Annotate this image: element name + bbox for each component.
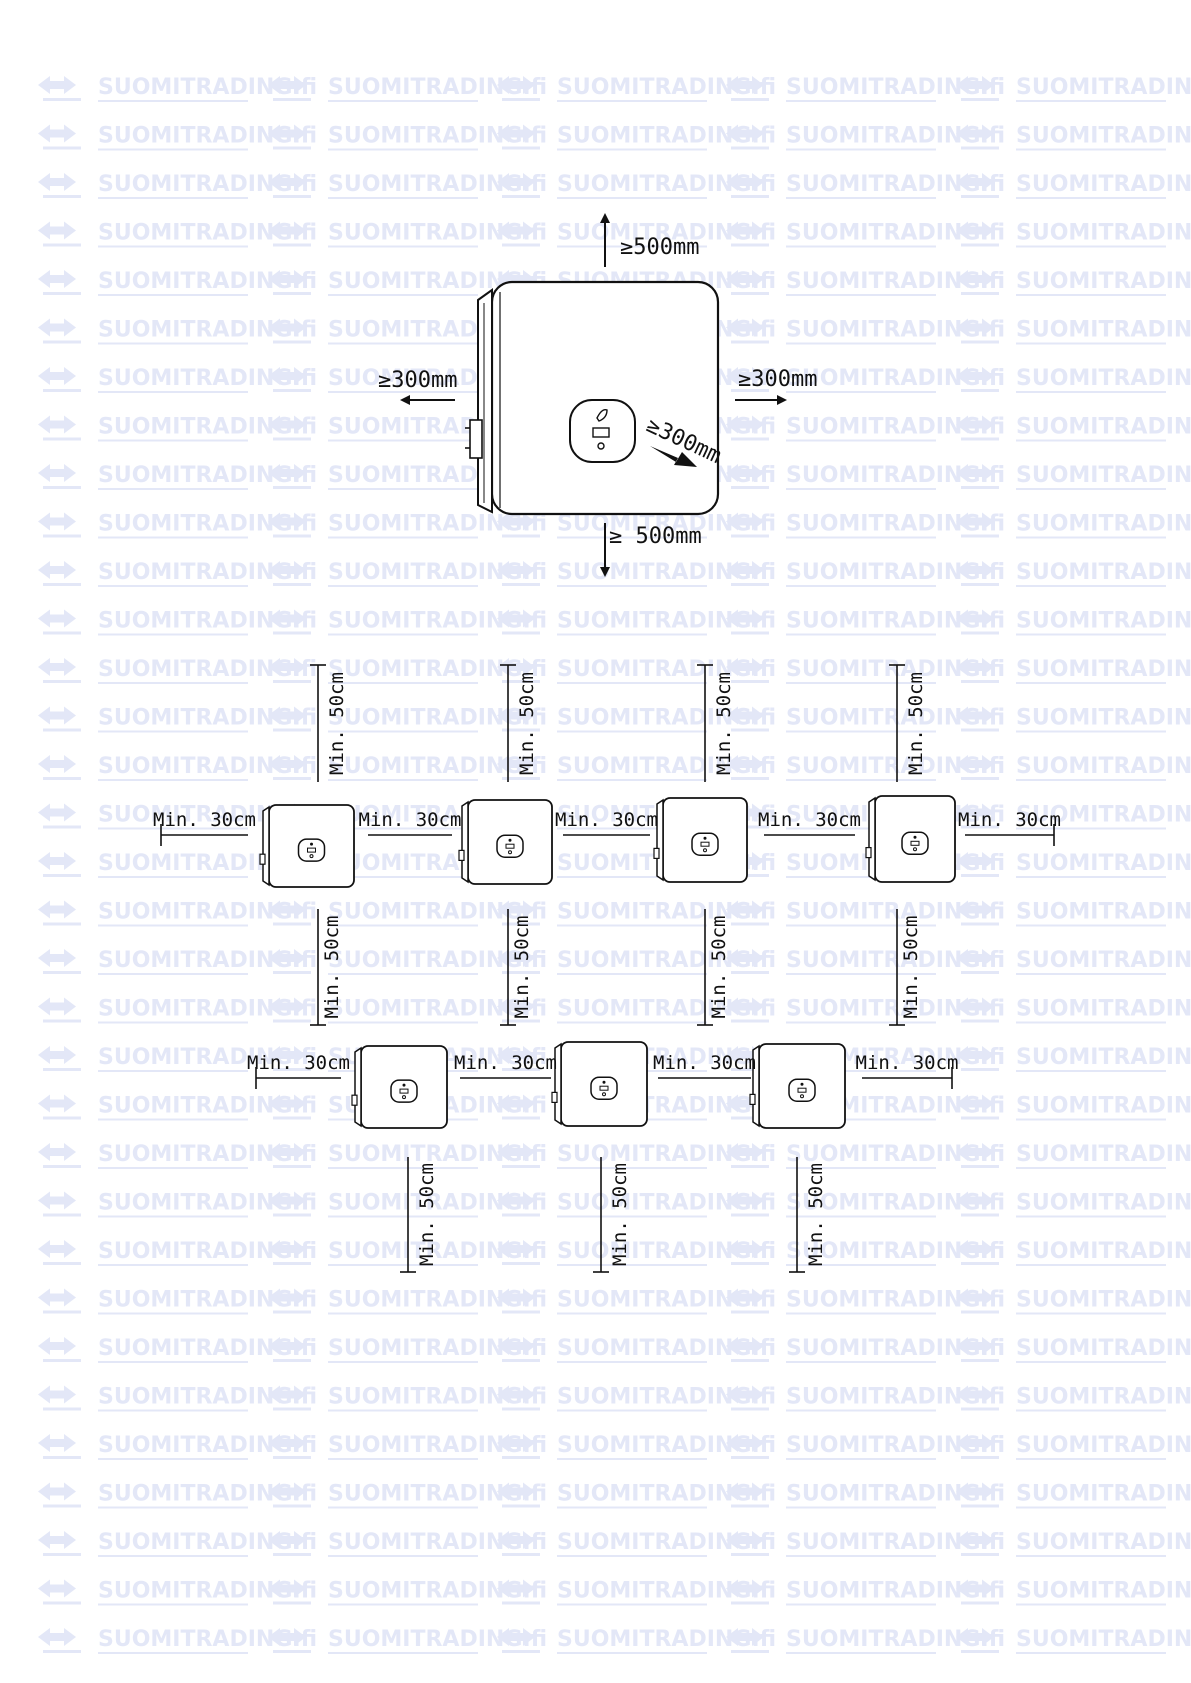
clearance-below-upper-3: Min. 50cm	[697, 909, 730, 1026]
inverter-upper-1	[259, 804, 355, 888]
display-panel	[390, 1079, 418, 1103]
label-min-30cm: Min. 30cm	[359, 809, 462, 831]
inverter-lower-2	[551, 1041, 648, 1127]
display-panel	[691, 832, 719, 856]
button-icon	[597, 442, 605, 450]
clearance-below-lower-2: Min. 50cm	[593, 1157, 631, 1273]
gap-lower-right: Min. 30cm	[856, 1052, 959, 1089]
inverter-lower-3	[749, 1043, 846, 1129]
inverter-upper-2	[458, 799, 553, 885]
clearance-above-upper-3: Min. 50cm	[697, 664, 735, 782]
clearance-below-upper-2: Min. 50cm	[500, 909, 533, 1026]
clearance-below-upper-4: Min. 50cm	[889, 909, 922, 1026]
label-top: ≥500mm	[620, 235, 699, 260]
inverter-upper-4	[865, 795, 956, 883]
display-icon	[592, 427, 610, 438]
label-min-30cm: Min. 30cm	[153, 809, 256, 831]
inverter-lower-1	[351, 1045, 448, 1129]
label-min-50cm: Min. 50cm	[713, 672, 735, 775]
gap-lower-1-2: Min. 30cm	[454, 1052, 557, 1079]
label-min-50cm: Min. 50cm	[511, 916, 533, 1019]
label-min-30cm: Min. 30cm	[454, 1052, 557, 1074]
label-min-50cm: Min. 50cm	[905, 672, 927, 775]
label-min-50cm: Min. 50cm	[516, 672, 538, 775]
gap-upper-left: Min. 30cm	[153, 809, 256, 846]
display-panel	[901, 831, 929, 856]
label-min-30cm: Min. 30cm	[247, 1052, 350, 1074]
display-panel	[496, 834, 524, 858]
label-left: ≥300mm	[378, 368, 457, 393]
inverter-upper-3	[653, 797, 748, 883]
clearance-below-upper-1: Min. 50cm	[310, 909, 343, 1026]
label-min-50cm: Min. 50cm	[609, 1163, 631, 1266]
leaf-icon	[596, 408, 608, 422]
label-min-50cm: Min. 50cm	[900, 916, 922, 1019]
label-min-30cm: Min. 30cm	[758, 809, 861, 831]
gap-lower-left: Min. 30cm	[247, 1052, 350, 1089]
gap-upper-right: Min. 30cm	[958, 809, 1061, 846]
gap-upper-1-2: Min. 30cm	[359, 809, 462, 836]
label-min-50cm: Min. 50cm	[326, 672, 348, 775]
arrow-front	[650, 446, 697, 467]
gap-upper-2-3: Min. 30cm	[555, 809, 658, 836]
gap-lower-2-3: Min. 30cm	[653, 1052, 756, 1079]
top-clearance-diagram: ≥500mm ≥ 500mm ≥300mm ≥300mm ≥300mm	[378, 213, 817, 577]
label-min-30cm: Min. 30cm	[555, 809, 658, 831]
label-right: ≥300mm	[738, 367, 817, 392]
clearance-above-upper-2: Min. 50cm	[500, 664, 538, 782]
label-min-50cm: Min. 50cm	[321, 916, 343, 1019]
clearance-below-lower-1: Min. 50cm	[400, 1157, 438, 1273]
label-min-30cm: Min. 30cm	[856, 1052, 959, 1074]
label-min-50cm: Min. 50cm	[805, 1163, 827, 1266]
label-min-30cm: Min. 30cm	[958, 809, 1061, 831]
clearance-above-upper-4: Min. 50cm	[889, 664, 927, 782]
label-min-50cm: Min. 50cm	[416, 1163, 438, 1266]
label-min-30cm: Min. 30cm	[653, 1052, 756, 1074]
clearance-below-lower-3: Min. 50cm	[789, 1157, 827, 1273]
display-panel	[590, 1076, 618, 1100]
clearance-above-upper-1: Min. 50cm	[310, 664, 348, 782]
display-panel	[297, 838, 326, 862]
label-bottom: ≥ 500mm	[609, 524, 702, 549]
label-min-50cm: Min. 50cm	[708, 916, 730, 1019]
gap-upper-3-4: Min. 30cm	[758, 809, 861, 836]
display-panel	[788, 1078, 816, 1102]
inverter-front-view	[465, 280, 720, 516]
